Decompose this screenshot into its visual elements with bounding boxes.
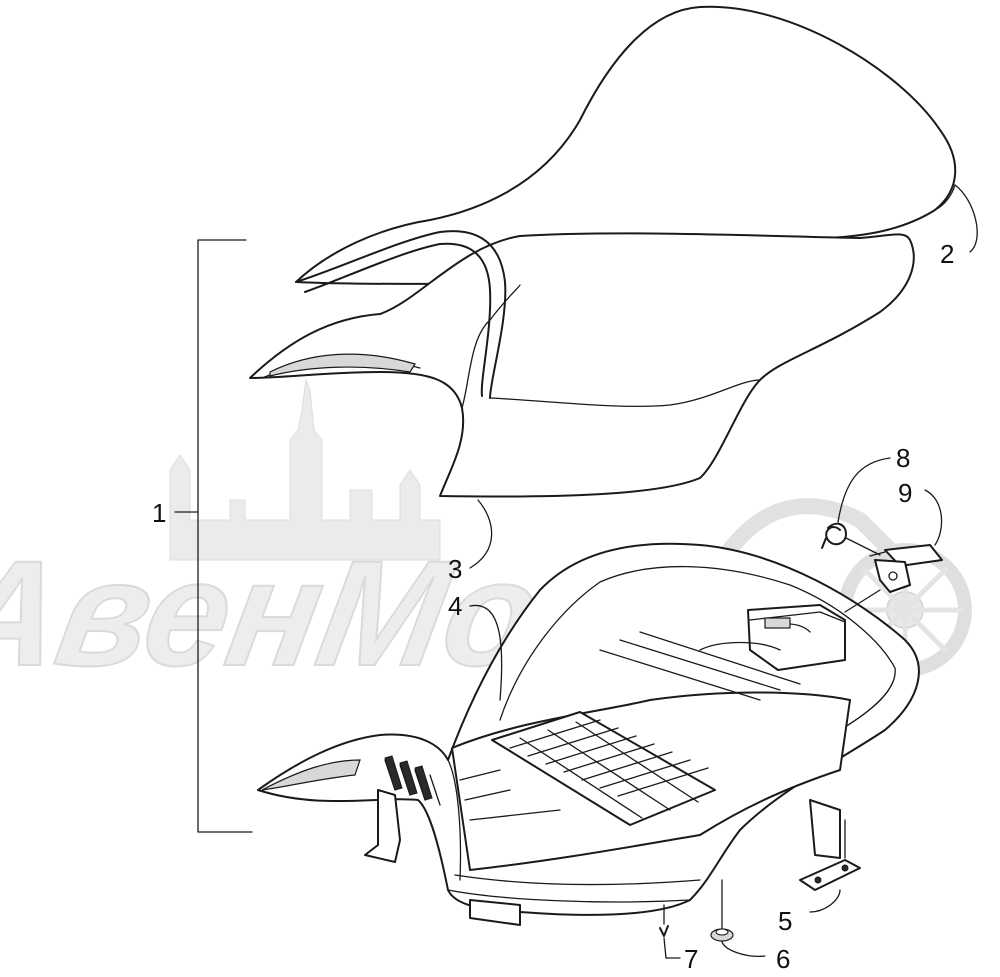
storage-compartment: [491, 711, 716, 826]
callout-2: 2: [940, 239, 954, 269]
latch-block: [747, 604, 846, 671]
clip-part-7: [659, 925, 669, 937]
callout-labels: 1 2 3 4 5 6 7 8 9: [152, 239, 954, 974]
callout-6: 6: [776, 944, 790, 974]
latch-spring-part-8: [821, 522, 881, 556]
callout-8: 8: [896, 443, 910, 473]
callout-4: 4: [448, 591, 462, 621]
grommet-part-6: [710, 928, 734, 942]
seat-base-part-4: [257, 542, 920, 926]
leader-lines: [174, 184, 978, 959]
watermark-castle: [169, 378, 441, 561]
latch-catch-part-9: [869, 544, 943, 593]
callout-1: 1: [152, 498, 166, 528]
callout-7: 7: [684, 944, 698, 974]
callout-3: 3: [448, 554, 462, 584]
callout-5: 5: [778, 906, 792, 936]
side-vents: [384, 755, 441, 806]
callout-9: 9: [898, 478, 912, 508]
seat-foam-part-3: [249, 232, 915, 498]
seat-cover-front-band: [295, 230, 507, 399]
mount-plate-part-5: [799, 859, 861, 891]
